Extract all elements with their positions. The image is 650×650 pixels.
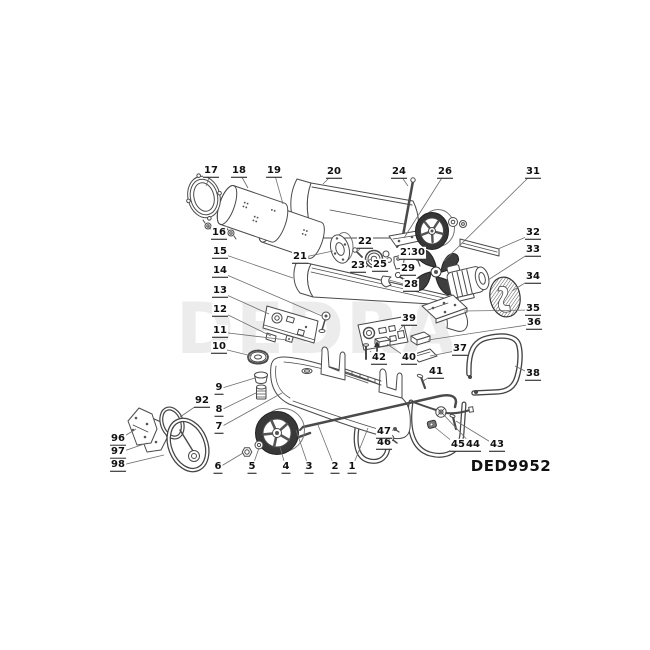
part-label-28: 28 [403,278,419,292]
part-label-22: 22 [357,235,373,249]
part-label-5: 5 [247,460,257,474]
part-label-38: 38 [525,367,541,381]
leader-line-13 [219,291,270,315]
part-label-42: 42 [371,351,387,365]
part-label-30: 30 [410,246,426,260]
part-label-4: 4 [281,460,291,474]
part-motor-33 [446,264,490,302]
part-label-1: 1 [347,460,357,474]
part-label-36: 36 [526,316,542,330]
part-label-12: 12 [212,303,228,317]
part-label-20: 20 [326,165,342,179]
part-fuel-valve-44 [412,401,474,418]
part-label-97: 97 [110,445,126,459]
part-clip-12 [265,332,277,343]
part-filter-8 [256,384,267,400]
part-label-32: 32 [525,226,541,240]
part-label-35: 35 [525,302,541,316]
part-fan-guard-34 [489,276,521,318]
part-label-29: 29 [400,262,416,276]
part-label-18: 18 [231,164,247,178]
part-label-13: 13 [212,284,228,298]
part-loop-98 [166,417,210,473]
part-label-98: 98 [110,458,126,472]
leader-line-12 [219,310,272,337]
part-label-96: 96 [110,432,126,446]
part-label-40: 40 [401,351,417,365]
part-wheel-4 [255,408,305,455]
part-label-43: 43 [489,438,505,452]
model-code: DED9952 [470,457,552,475]
leader-line-36 [427,323,535,341]
part-label-25: 25 [372,258,388,272]
part-plate-32 [459,238,500,257]
leader-line-15 [219,252,294,279]
leader-line-11 [219,331,288,341]
part-label-47: 47 [376,425,392,439]
part-label-10: 10 [211,340,227,354]
part-lower-shell-15 [293,260,468,332]
part-cap-9 [254,371,268,384]
part-label-21: 21 [292,250,308,264]
part-control-panel-13 [262,305,319,344]
part-label-24: 24 [391,165,407,179]
part-label-44: 44 [465,438,481,452]
part-label-39: 39 [401,312,417,326]
part-label-17: 17 [203,164,219,178]
part-bracket-35 [421,294,468,324]
part-washer-5 [254,440,264,450]
part-label-26: 26 [437,165,453,179]
part-box-36 [410,331,431,346]
part-label-15: 15 [212,245,228,259]
leader-line-14 [219,271,323,317]
part-bolt-47 [393,427,400,433]
part-knob-10 [247,349,269,365]
part-washers-upper [448,217,467,228]
part-label-41: 41 [428,365,444,379]
leader-line-8 [218,392,257,412]
part-label-33: 33 [525,243,541,257]
part-label-46: 46 [376,436,392,450]
part-label-9: 9 [214,381,224,395]
leader-line-7 [218,392,283,429]
leader-line-19 [273,171,284,205]
leader-line-26 [403,172,446,239]
part-axle-bar-2 [299,394,458,431]
part-wheel-upper [415,209,455,250]
part-label-34: 34 [525,270,541,284]
leader-line-9 [218,377,256,390]
part-clip-11 [284,334,294,343]
part-label-14: 14 [212,264,228,278]
part-label-31: 31 [525,165,541,179]
part-label-7: 7 [214,420,224,434]
part-fuel-tank-1 [270,346,467,464]
part-label-2: 2 [330,460,340,474]
part-label-3: 3 [304,460,314,474]
part-bolt-42 [363,341,380,360]
part-handle-38 [466,333,523,396]
part-label-92: 92 [194,394,210,408]
leader-line-35 [463,309,534,312]
part-label-16: 16 [211,226,227,240]
part-nut-6 [241,447,253,457]
part-label-45: 45 [450,438,466,452]
part-label-11: 11 [212,324,228,338]
part-label-37: 37 [452,342,468,356]
part-label-6: 6 [213,460,223,474]
part-pin-41 [416,373,427,390]
leader-line-31 [442,172,534,263]
part-flange-ring-17 [186,173,222,221]
part-label-19: 19 [266,164,282,178]
part-label-23: 23 [350,259,366,273]
part-label-8: 8 [214,403,224,417]
part-handle-bracket-assembly [127,406,210,473]
